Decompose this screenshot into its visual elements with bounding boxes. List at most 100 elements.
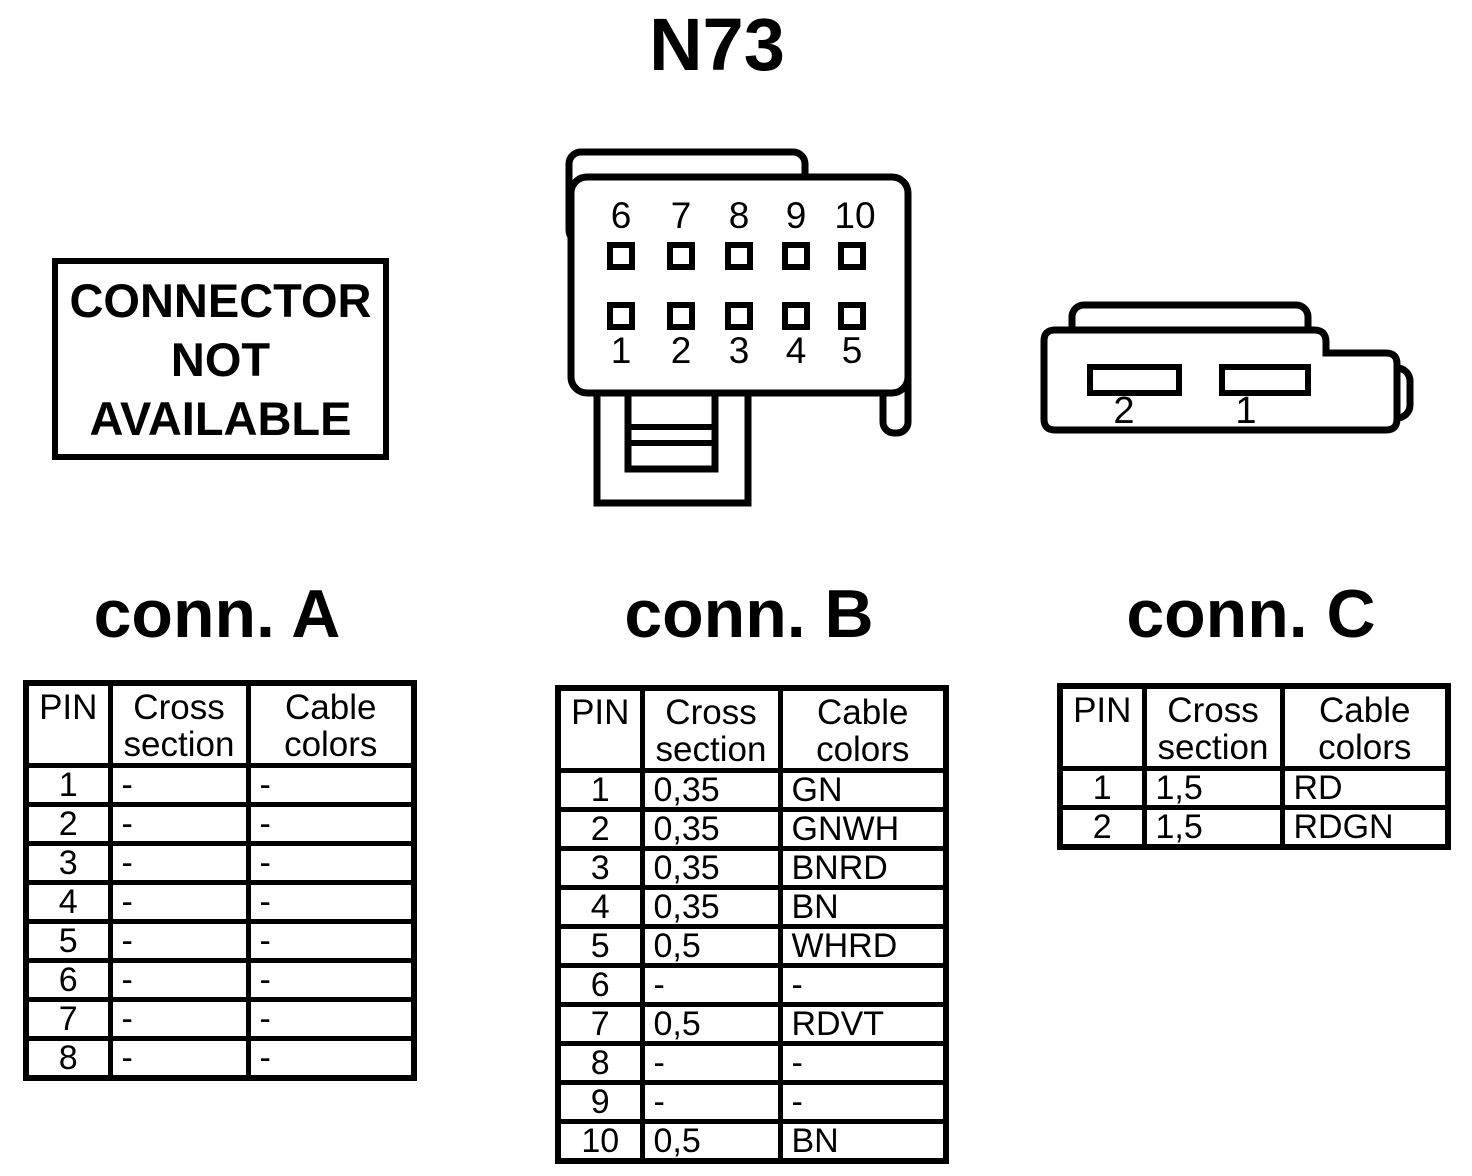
- pin-cell: 2: [1057, 805, 1147, 850]
- pin-number-4: 4: [786, 330, 807, 371]
- pin-number-1: 1: [611, 330, 632, 371]
- cable-colors-cell: RDVT: [777, 1002, 949, 1046]
- pin-number-7: 7: [671, 195, 692, 236]
- pin-cell: 7: [23, 997, 113, 1041]
- cable-colors-cell: WHRD: [777, 924, 949, 968]
- cross-section-cell: -: [107, 919, 251, 963]
- table-row: 7--: [23, 997, 417, 1041]
- cable-colors-cell: GNWH: [777, 807, 949, 851]
- cable-colors-cell: -: [245, 997, 417, 1041]
- table-row: 3--: [23, 841, 417, 885]
- pin-cell: 8: [555, 1041, 645, 1085]
- cable-colors-cell: -: [777, 1080, 949, 1124]
- pin-number-6: 6: [611, 195, 632, 236]
- pin-cell: 3: [23, 841, 113, 885]
- cable-colors-cell: -: [245, 958, 417, 1002]
- connector-c-diagram: 2 1: [1040, 301, 1414, 434]
- cable-colors-cell: -: [777, 1041, 949, 1085]
- conn-a-title: conn. A: [93, 576, 341, 652]
- conn-b-title: conn. B: [624, 576, 874, 652]
- cable-colors-cell: -: [245, 802, 417, 846]
- cross-section-cell: -: [107, 880, 251, 924]
- column-header: PIN: [555, 685, 645, 773]
- pin-cell: 1: [555, 768, 645, 812]
- table-row: 6--: [23, 958, 417, 1002]
- cross-section-cell: 0,35: [639, 846, 783, 890]
- pin-square-5: [838, 302, 866, 330]
- pin-number-8: 8: [729, 195, 750, 236]
- table-row: 2--: [23, 802, 417, 846]
- cross-section-cell: -: [107, 763, 251, 807]
- pin-square-2: [667, 302, 695, 330]
- pin-cell: 4: [23, 880, 113, 924]
- cable-colors-cell: RD: [1279, 766, 1451, 810]
- column-header: Cross section: [639, 685, 783, 773]
- cross-section-cell: 0,35: [639, 807, 783, 851]
- pin-cell: 6: [555, 963, 645, 1007]
- cable-colors-cell: -: [245, 880, 417, 924]
- pin-cell: 4: [555, 885, 645, 929]
- pin-cell: 9: [555, 1080, 645, 1124]
- pin-square-8: [725, 242, 753, 270]
- pin-cell: 5: [555, 924, 645, 968]
- cross-section-cell: -: [639, 963, 783, 1007]
- pin-square-7: [667, 242, 695, 270]
- cross-section-cell: -: [107, 802, 251, 846]
- pin-number-5: 5: [842, 330, 863, 371]
- pin-cell: 5: [23, 919, 113, 963]
- table-row: 8--: [555, 1041, 949, 1085]
- pin-cell: 1: [1057, 766, 1147, 810]
- cross-section-cell: 1,5: [1141, 766, 1285, 810]
- connector-b-diagram: 6 7 8 9 10 1 2 3 4 5: [565, 148, 912, 507]
- connector-b-body: [567, 173, 912, 397]
- cross-section-cell: -: [107, 958, 251, 1002]
- page-title: N73: [649, 3, 785, 86]
- cable-colors-cell: BN: [777, 885, 949, 929]
- pin-number-2: 2: [671, 330, 692, 371]
- cross-section-cell: -: [107, 841, 251, 885]
- slot-2: [1087, 364, 1182, 396]
- pin-cell: 6: [23, 958, 113, 1002]
- cable-colors-cell: -: [245, 841, 417, 885]
- cross-section-cell: -: [639, 1041, 783, 1085]
- pin-square-9: [782, 242, 810, 270]
- cable-colors-cell: -: [245, 919, 417, 963]
- table-row: 1--: [23, 763, 417, 807]
- cable-colors-cell: BNRD: [777, 846, 949, 890]
- column-header: Cable colors: [1279, 683, 1451, 771]
- cable-colors-cell: -: [245, 1036, 417, 1081]
- slot-1: [1219, 364, 1311, 396]
- cable-colors-cell: BN: [777, 1119, 949, 1164]
- table-row: 9--: [555, 1080, 949, 1124]
- pin-cell: 2: [23, 802, 113, 846]
- cable-colors-cell: GN: [777, 768, 949, 812]
- na-line-2: NOT: [170, 332, 271, 386]
- column-header: Cross section: [107, 680, 251, 768]
- cross-section-cell: 0,35: [639, 885, 783, 929]
- pin-cell: 2: [555, 807, 645, 851]
- pin-square-10: [838, 242, 866, 270]
- connector-not-available-box: CONNECTOR NOT AVAILABLE: [52, 258, 389, 460]
- cross-section-cell: -: [107, 997, 251, 1041]
- cross-section-cell: 0,35: [639, 768, 783, 812]
- cross-section-cell: 0,5: [639, 1119, 783, 1164]
- table-row: 4--: [23, 880, 417, 924]
- conn-c-title: conn. C: [1126, 576, 1376, 652]
- column-header: PIN: [1057, 683, 1147, 771]
- pin-number-10: 10: [834, 195, 875, 236]
- pin-cell: 1: [23, 763, 113, 807]
- pin-cell: 3: [555, 846, 645, 890]
